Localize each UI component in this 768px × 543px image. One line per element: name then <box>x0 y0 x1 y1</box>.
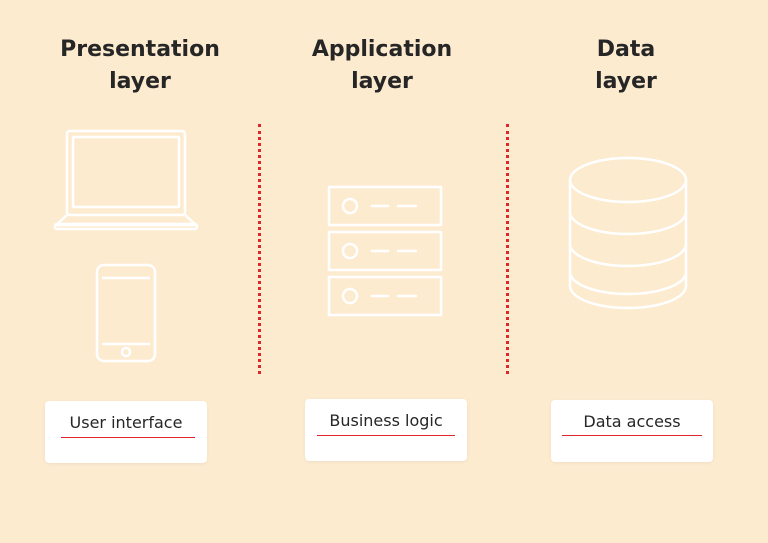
user-interface-label: User interface <box>69 413 183 432</box>
data-title-line2: layer <box>595 69 657 94</box>
database-icon <box>568 156 688 310</box>
presentation-title-line2: layer <box>109 69 171 94</box>
divider-left <box>258 124 261 374</box>
presentation-title-line1: Presentation <box>60 37 220 62</box>
application-title-line1: Application <box>311 37 453 62</box>
business-logic-label: Business logic <box>329 411 443 430</box>
data-layer-title: Data layer <box>516 34 736 98</box>
data-access-underline <box>562 435 702 436</box>
application-title-line2: layer <box>351 69 413 94</box>
divider-right <box>506 124 509 374</box>
data-title-line1: Data <box>596 37 656 62</box>
user-interface-underline <box>61 437 195 438</box>
laptop-icon <box>53 129 199 231</box>
application-layer-title: Application layer <box>272 34 492 98</box>
data-access-label: Data access <box>583 412 681 431</box>
data-access-card: Data access <box>551 400 713 462</box>
server-icon <box>327 185 443 317</box>
user-interface-card: User interface <box>45 401 207 463</box>
business-logic-card: Business logic <box>305 399 467 461</box>
smartphone-icon <box>95 263 157 363</box>
presentation-layer-title: Presentation layer <box>30 34 250 98</box>
business-logic-underline <box>317 435 455 436</box>
